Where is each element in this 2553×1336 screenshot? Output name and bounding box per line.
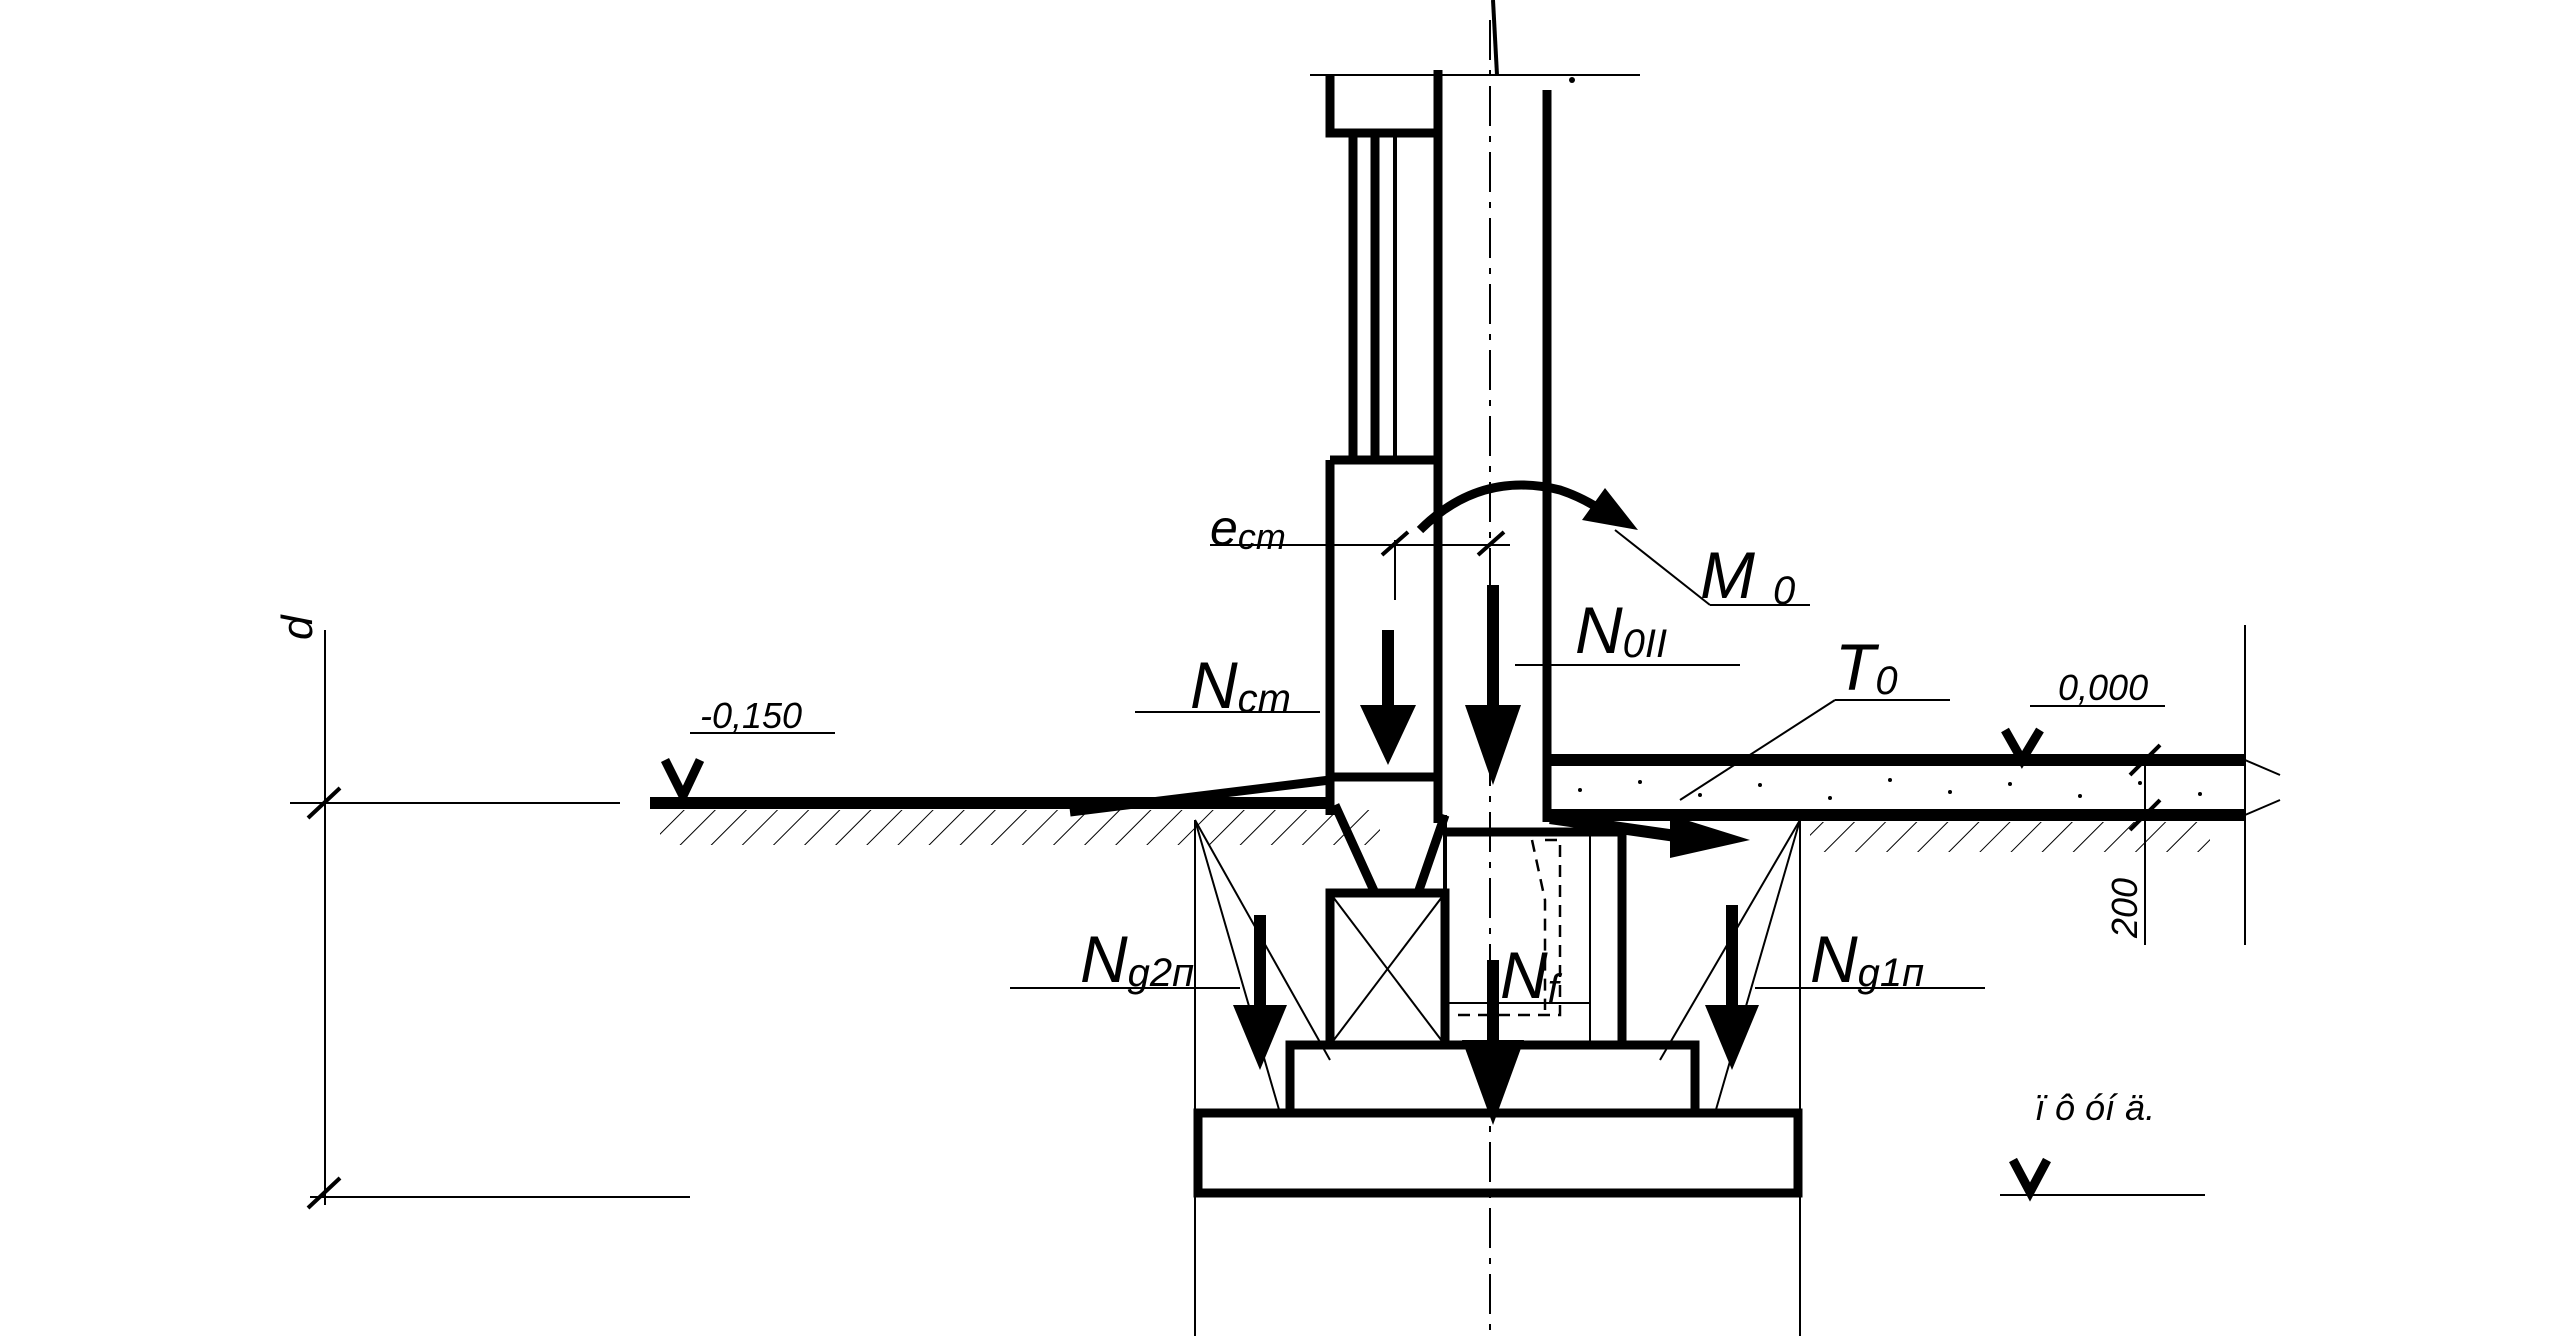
label-t-0: T0 xyxy=(1835,630,1898,704)
label-n-g2: Ng2п xyxy=(1080,922,1194,996)
label-level-left: -0,150 xyxy=(700,695,802,736)
label-level-right: 0,000 xyxy=(2058,667,2148,708)
label-level-bottom: ï ô óí ä. xyxy=(2035,1087,2155,1128)
n-cm-arrow xyxy=(1360,630,1416,765)
moment-arrow xyxy=(1416,480,1810,606)
label-e-cm: ecm xyxy=(1210,500,1286,557)
n-0ii-arrow xyxy=(1465,585,1740,785)
bottom-level-marker xyxy=(2000,1157,2205,1202)
label-dim-200: 200 xyxy=(2104,878,2145,939)
label-n-cm: Ncm xyxy=(1190,648,1291,722)
depth-dimension xyxy=(306,630,690,1210)
left-ground xyxy=(290,732,1380,845)
eccentricity-dimension xyxy=(1210,530,1510,600)
label-n-g1: Ng1п xyxy=(1810,922,1924,996)
center-axis xyxy=(1489,0,1499,1336)
floor-slab xyxy=(1545,625,2281,945)
foundation xyxy=(1010,803,1985,1336)
label-n-f: Nf xyxy=(1500,938,1563,1012)
column xyxy=(1310,70,1640,823)
label-n-0ii: N0II xyxy=(1575,593,1667,667)
label-d: d xyxy=(273,614,322,640)
